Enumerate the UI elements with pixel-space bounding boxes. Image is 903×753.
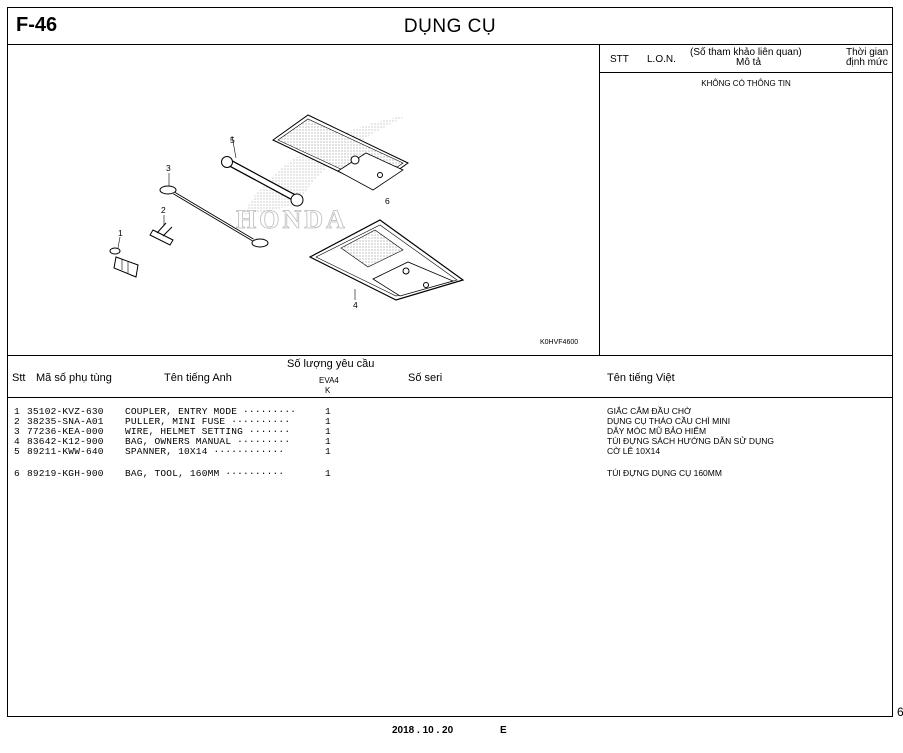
row-part-number: 83642-K12-900 bbox=[27, 436, 104, 447]
row-english-name: WIRE, HELMET SETTING ······· bbox=[125, 426, 291, 437]
row-stt: 2 bbox=[14, 416, 20, 427]
row-stt: 4 bbox=[14, 436, 20, 447]
row-vietnamese-name: TÚI ĐỰNG DỤNG CỤ 160MM bbox=[607, 468, 722, 478]
honda-watermark-text: HONDA bbox=[236, 205, 348, 234]
row-english-name: PULLER, MINI FUSE ·········· bbox=[125, 416, 291, 427]
row-qty: 1 bbox=[325, 436, 331, 447]
title-bar: F-46 DỤNG CỤ bbox=[8, 8, 892, 45]
owners-manual-bag-drawing bbox=[308, 219, 465, 301]
footer-date: 2018 . 10 . 20 bbox=[392, 725, 454, 736]
row-english-name: BAG, TOOL, 160MM ·········· bbox=[125, 468, 285, 479]
col-english-name: Tên tiếng Anh bbox=[164, 372, 232, 384]
col-part-number: Mã số phụ tùng bbox=[36, 372, 112, 384]
callout-2: 2 bbox=[161, 205, 166, 215]
callout-4: 4 bbox=[353, 300, 358, 310]
row-part-number: 35102-KVZ-630 bbox=[27, 406, 104, 417]
no-info-text: KHÔNG CÓ THÔNG TIN bbox=[701, 79, 791, 88]
col-serial: Số seri bbox=[408, 372, 443, 384]
parts-table-header: Stt Mã số phụ tùng Tên tiếng Anh Số lượn… bbox=[8, 355, 892, 398]
section-code: F-46 bbox=[16, 14, 58, 36]
fuse-puller-drawing bbox=[149, 215, 174, 246]
tool-bag-drawing bbox=[272, 114, 409, 191]
footer-edition: E bbox=[500, 725, 507, 736]
callout-1: 1 bbox=[118, 228, 123, 238]
labor-col-lon: L.O.N. bbox=[647, 54, 676, 65]
callout-6: 6 bbox=[385, 196, 390, 206]
row-english-name: SPANNER, 10X14 ············ bbox=[125, 446, 285, 457]
page-number: 6 bbox=[897, 705, 903, 719]
col-stt: Stt bbox=[12, 372, 26, 384]
row-part-number: 38235-SNA-A01 bbox=[27, 416, 104, 427]
col-model-code: EVA4 bbox=[319, 376, 339, 385]
row-vietnamese-name: TÚI ĐỰNG SÁCH HƯỚNG DẪN SỬ DỤNG bbox=[607, 436, 774, 446]
row-english-name: COUPLER, ENTRY MODE ········· bbox=[125, 406, 297, 417]
page-frame: F-46 DỤNG CỤ HONDA bbox=[7, 7, 893, 717]
row-vietnamese-name: GIẮC CẮM ĐẦU CHỜ bbox=[607, 406, 692, 416]
exploded-view-drawing: HONDA bbox=[109, 114, 465, 310]
row-english-name: BAG, OWNERS MANUAL ········· bbox=[125, 436, 291, 447]
row-vietnamese-name: DÂY MÓC MŨ BẢO HIỂM bbox=[607, 426, 707, 436]
row-stt: 1 bbox=[14, 406, 20, 417]
col-model-type: K bbox=[325, 386, 331, 395]
row-part-number: 77236-KEA-000 bbox=[27, 426, 104, 437]
figure-id: K0HVF4600 bbox=[540, 339, 579, 346]
row-qty: 1 bbox=[325, 426, 331, 437]
row-qty: 1 bbox=[325, 446, 331, 457]
row-vietnamese-name: CỜ LÊ 10X14 bbox=[607, 446, 661, 456]
helmet-wire-drawing bbox=[159, 173, 269, 248]
page-title: DỤNG CỤ bbox=[403, 16, 497, 37]
labor-col-desc-line2: Mô tả bbox=[736, 57, 762, 68]
row-qty: 1 bbox=[325, 468, 331, 479]
callout-3: 3 bbox=[166, 163, 171, 173]
labor-col-time-line1: Thời gian bbox=[846, 47, 889, 58]
callout-5: 5 bbox=[230, 135, 235, 145]
labor-col-stt: STT bbox=[610, 54, 629, 65]
labor-time-panel: STT L.O.N. (Số tham khảo liên quan) Mô t… bbox=[600, 45, 892, 355]
row-part-number: 89211-KWW-640 bbox=[27, 446, 104, 457]
row-part-number: 89219-KGH-900 bbox=[27, 468, 104, 479]
row-qty: 1 bbox=[325, 416, 331, 427]
labor-col-time-line2: định mức bbox=[846, 57, 888, 68]
row-vietnamese-name: DỤNG CỤ THÁO CẦU CHÌ MINI bbox=[607, 416, 731, 426]
labor-table-header: STT L.O.N. (Số tham khảo liên quan) Mô t… bbox=[600, 45, 892, 73]
row-stt: 5 bbox=[14, 446, 20, 457]
spanner-drawing bbox=[221, 135, 304, 207]
parts-illustration: HONDA bbox=[8, 45, 600, 355]
row-stt: 6 bbox=[14, 468, 20, 479]
coupler-drawing bbox=[109, 236, 139, 278]
col-vietnamese-name: Tên tiếng Việt bbox=[607, 372, 675, 384]
col-qty-required: Số lượng yêu cầu bbox=[287, 358, 375, 370]
row-stt: 3 bbox=[14, 426, 20, 437]
labor-col-desc-line1: (Số tham khảo liên quan) bbox=[690, 47, 802, 58]
row-qty: 1 bbox=[325, 406, 331, 417]
